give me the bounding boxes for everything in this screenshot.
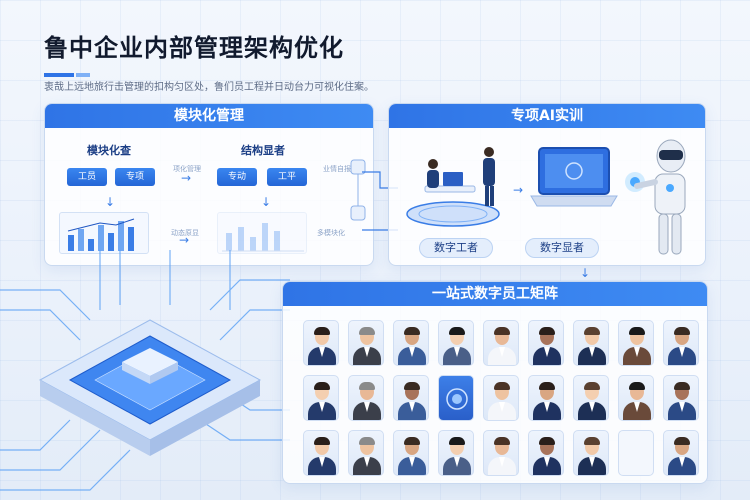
faint-label-2: 动态原显 <box>171 229 199 237</box>
employee-avatar <box>573 320 609 366</box>
employee-avatar <box>618 430 654 476</box>
employee-avatar <box>303 320 339 366</box>
tag-digital-worker[interactable]: 数字工者 <box>419 238 493 258</box>
employee-avatar <box>573 430 609 476</box>
flow-connector-icon <box>350 159 366 221</box>
digital-employee-matrix-panel: 一站式数字员工矩阵 <box>282 281 708 484</box>
employee-avatar <box>528 375 564 421</box>
employee-avatar <box>618 375 654 421</box>
robot-illustration <box>625 139 686 255</box>
employee-avatar <box>573 375 609 421</box>
tag-digital-display[interactable]: 数字显者 <box>525 238 599 258</box>
arrow-right-icon: → <box>181 171 192 185</box>
ai-training-header: 专项AI实训 <box>389 104 705 128</box>
arrow-right-icon-2: → <box>179 233 190 247</box>
employee-avatar <box>663 430 699 476</box>
circuit-chip-illustration <box>0 250 290 491</box>
page-subtitle: 衷哉上远地旅行击管理的扣构匀区处，鲁们员工程并日动台力可视化住案。 <box>44 82 374 93</box>
module-management-header: 模块化管理 <box>45 104 373 128</box>
employee-avatar <box>483 320 519 366</box>
employee-avatar <box>348 320 384 366</box>
bar-chart-icon <box>67 218 135 251</box>
table-chart-icon <box>222 223 304 252</box>
employee-avatar <box>528 430 564 476</box>
faint-label-4: 多模块化 <box>317 229 345 237</box>
employee-avatar <box>303 375 339 421</box>
chip-special[interactable]: 专项 <box>115 168 155 186</box>
faint-label-3: 业情自报 <box>323 165 351 173</box>
employee-avatar <box>438 430 474 476</box>
page-title: 鲁中企业内部管理架构优化 <box>44 34 344 62</box>
office-workers-illustration <box>406 147 500 227</box>
module-management-panel: 模块化管理 模块化查 结构显者 工员 专项 项化管理 → 专动 工平 业情自报 … <box>44 103 374 266</box>
section-module-check: 模块化查 <box>87 144 131 157</box>
title-underline <box>44 62 90 77</box>
chip-worker[interactable]: 工员 <box>67 168 107 186</box>
arrow-right-icon-3: → <box>513 183 524 197</box>
section-structure-display: 结构显者 <box>241 144 285 157</box>
bar-chart-thumbnail <box>59 212 149 254</box>
arrow-down-icon-2: ↓ <box>261 195 272 209</box>
structure-chart-thumbnail <box>217 212 307 254</box>
employee-avatar <box>393 375 429 421</box>
employee-avatar <box>528 320 564 366</box>
arrow-down-icon-3: ↓ <box>580 266 591 280</box>
arrow-down-icon: ↓ <box>105 195 116 209</box>
ai-training-panel: 专项AI实训 → 数字工者 数字显者 <box>388 103 706 266</box>
employee-avatar <box>663 375 699 421</box>
employee-avatar <box>393 320 429 366</box>
employee-avatar <box>483 375 519 421</box>
chip-flat[interactable]: 工平 <box>267 168 307 186</box>
employee-avatar <box>393 430 429 476</box>
employee-avatar <box>483 430 519 476</box>
chip-move[interactable]: 专动 <box>217 168 257 186</box>
laptop-icon <box>530 147 618 207</box>
employee-avatar-grid <box>303 320 699 476</box>
digital-employee-matrix-header: 一站式数字员工矩阵 <box>283 282 707 306</box>
faint-label-1: 项化管理 <box>173 165 201 173</box>
employee-avatar <box>663 320 699 366</box>
employee-avatar <box>303 430 339 476</box>
employee-avatar <box>348 375 384 421</box>
employee-avatar <box>618 320 654 366</box>
employee-avatar <box>348 430 384 476</box>
employee-avatar <box>438 375 474 421</box>
employee-avatar <box>438 320 474 366</box>
